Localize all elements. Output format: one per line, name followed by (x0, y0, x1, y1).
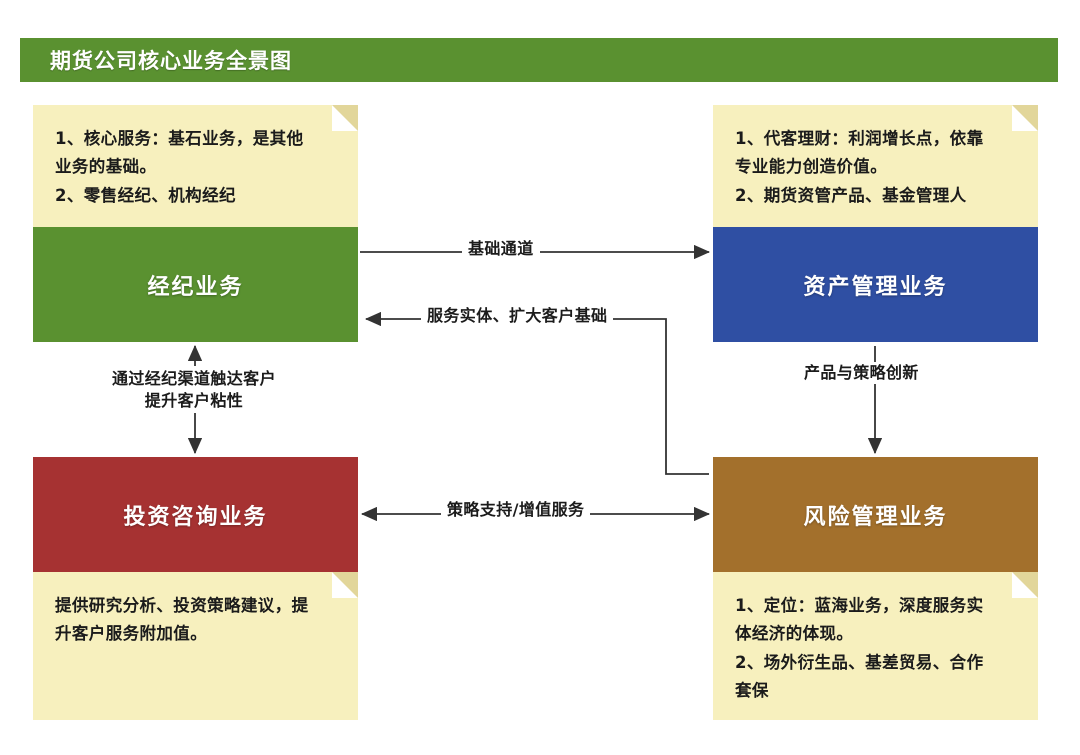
edge-serve-entity (364, 311, 709, 475)
note-line: 2、零售经纪、机构经纪 (55, 185, 236, 205)
edge-label-strategy-support: 策略支持/增值服务 (441, 499, 591, 521)
node-brokerage-business[interactable]: 经纪业务 (33, 227, 358, 342)
note-line: 提供研究分析、投资策略建议，提 (55, 596, 309, 615)
node-label: 风险管理业务 (803, 504, 948, 530)
note-line: 升客户服务附加值。 (55, 624, 208, 644)
note-risk-management: 1、定位：蓝海业务，深度服务实 体经济的体现。 2、场外衍生品、基差贸易、合作 … (713, 572, 1038, 720)
note-investment-consulting: 提供研究分析、投资策略建议，提 升客户服务附加值。 (33, 572, 358, 720)
note-line: 套保 (735, 681, 769, 701)
note-asset-management: 1、代客理财：利润增长点，依靠 专业能力创造价值。 2、期货资管产品、基金管理人 (713, 105, 1038, 227)
note-fold-icon (1012, 105, 1038, 131)
edge-label-line: 提升客户粘性 (144, 390, 244, 410)
edge-label-reach-customer: 通过经纪渠道触达客户 提升客户粘性 (86, 366, 302, 414)
diagram-title-bar: 期货公司核心业务全景图 (20, 38, 1058, 82)
note-fold-icon (1012, 572, 1038, 598)
node-label: 投资咨询业务 (123, 504, 268, 530)
note-line: 业务的基础。 (55, 157, 157, 177)
note-line: 专业能力创造价值。 (735, 157, 888, 177)
node-label: 资产管理业务 (803, 274, 948, 300)
note-line: 2、场外衍生品、基差贸易、合作 (735, 652, 984, 672)
edge-label-base-channel: 基础通道 (462, 238, 540, 260)
edge-label-line: 通过经纪渠道触达客户 (111, 369, 276, 388)
note-line: 1、核心服务：基石业务，是其他 (55, 129, 304, 148)
note-line: 1、代客理财：利润增长点，依靠 (735, 129, 984, 148)
note-line: 1、定位：蓝海业务，深度服务实 (735, 596, 984, 615)
note-fold-icon (332, 105, 358, 131)
edge-label-serve-entity: 服务实体、扩大客户基础 (421, 305, 614, 327)
note-line: 体经济的体现。 (735, 624, 854, 644)
note-line: 2、期货资管产品、基金管理人 (735, 185, 967, 205)
note-brokerage: 1、核心服务：基石业务，是其他 业务的基础。 2、零售经纪、机构经纪 (33, 105, 358, 227)
node-investment-consulting-business[interactable]: 投资咨询业务 (33, 457, 358, 572)
node-asset-management-business[interactable]: 资产管理业务 (713, 227, 1038, 342)
node-risk-management-business[interactable]: 风险管理业务 (713, 457, 1038, 572)
page-title: 期货公司核心业务全景图 (50, 49, 292, 73)
node-label: 经纪业务 (147, 274, 244, 300)
note-fold-icon (332, 572, 358, 598)
edge-label-product-innovation: 产品与策略创新 (798, 362, 925, 384)
